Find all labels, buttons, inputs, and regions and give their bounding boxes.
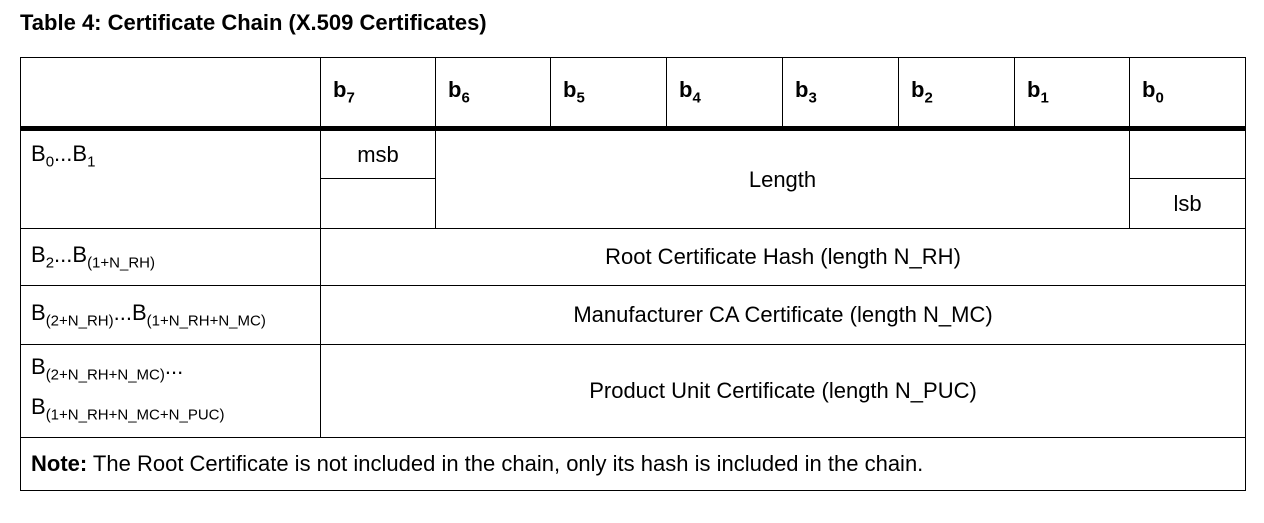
header-corner-cell	[20, 57, 321, 131]
row-label-product-unit: B(2+N_RH+N_MC)... B(1+N_RH+N_MC+N_PUC)	[20, 344, 321, 438]
length-cell: Length	[435, 128, 1130, 229]
header-bit-0: b0	[1129, 57, 1246, 131]
header-bit-6: b6	[435, 57, 551, 131]
note-text: The Root Certificate is not included in …	[87, 451, 924, 476]
header-bit-1: b1	[1014, 57, 1130, 131]
header-bit-4: b4	[666, 57, 783, 131]
table-row-length-top: B0...B1 msb Length	[20, 128, 1246, 229]
table-caption: Table 4: Certificate Chain (X.509 Certif…	[20, 10, 487, 35]
header-bit-5: b5	[550, 57, 667, 131]
root-hash-cell: Root Certificate Hash (length N_RH)	[320, 228, 1246, 286]
table-row-root-hash: B2...B(1+N_RH) Root Certificate Hash (le…	[20, 228, 1246, 286]
msb-cell: msb	[320, 128, 436, 179]
table-row-note: Note: The Root Certificate is not includ…	[20, 437, 1246, 491]
note-label: Note:	[31, 451, 88, 476]
certificate-chain-table: b7 b6 b5 b4 b3 b2 b1 b0 B0...B1 msb Leng…	[20, 57, 1246, 491]
row-label-root-hash: B2...B(1+N_RH)	[20, 228, 321, 286]
msb-empty-cell	[320, 178, 436, 229]
header-bit-2: b2	[898, 57, 1015, 131]
header-bit-7: b7	[320, 57, 436, 131]
lsb-cell: lsb	[1129, 178, 1246, 229]
table-row-manufacturer-ca: B(2+N_RH)...B(1+N_RH+N_MC) Manufacturer …	[20, 285, 1246, 345]
manufacturer-ca-cell: Manufacturer CA Certificate (length N_MC…	[320, 285, 1246, 345]
row-label-b0-b1: B0...B1	[20, 128, 321, 229]
lsb-empty-cell	[1129, 128, 1246, 179]
note-cell: Note: The Root Certificate is not includ…	[20, 437, 1246, 491]
table-row-product-unit: B(2+N_RH+N_MC)... B(1+N_RH+N_MC+N_PUC) P…	[20, 344, 1246, 438]
product-unit-cell: Product Unit Certificate (length N_PUC)	[320, 344, 1246, 438]
header-row: b7 b6 b5 b4 b3 b2 b1 b0	[20, 57, 1246, 131]
header-bit-3: b3	[782, 57, 899, 131]
row-label-manufacturer-ca: B(2+N_RH)...B(1+N_RH+N_MC)	[20, 285, 321, 345]
